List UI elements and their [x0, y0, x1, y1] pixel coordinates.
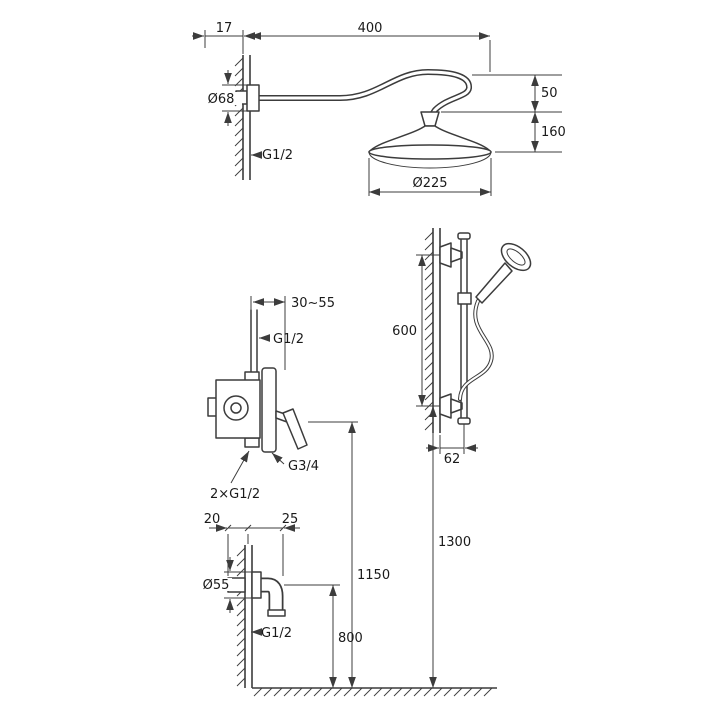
hand-shower-head-inner [506, 248, 526, 266]
right-wall [424, 228, 441, 433]
valve-cartridge-inner [230, 402, 242, 414]
arm-wall-flange [246, 84, 260, 112]
dim-spout-projection-label: 25 [282, 512, 299, 527]
valve-bottom-port [244, 437, 260, 448]
spout-pipe-core [260, 579, 282, 612]
slide-bar-cap-top [457, 232, 471, 240]
hand-shower-holder [457, 292, 472, 305]
bar-bracket-top-cone [450, 247, 463, 263]
right-wall-hatch [424, 231, 434, 431]
spout-assembly [227, 571, 286, 617]
handle-lever [282, 408, 308, 450]
dim-head-drop-label: 160 [541, 125, 566, 140]
shower-head-rim [368, 144, 492, 160]
tick [279, 524, 287, 532]
bottom-wall-hatch [236, 547, 246, 687]
hand-shower-hose-core [459, 300, 493, 400]
leader-2xg12 [230, 450, 250, 484]
bar-bracket-bottom-base [439, 393, 452, 419]
dim-arm-length-label: 400 [358, 21, 383, 36]
hand-shower-handle [475, 262, 513, 304]
tick [244, 524, 252, 532]
valve-trim-plate [261, 367, 277, 453]
top-wall [234, 55, 251, 180]
dim-flange-diameter-label: Ø68 [208, 92, 235, 107]
head-connector-nut [420, 111, 440, 127]
bar-bracket-top-base [439, 242, 452, 268]
dim-spout-flange-diameter-label: Ø55 [203, 578, 230, 593]
dim-bar-length-label: 600 [392, 324, 417, 339]
mixer-valve-assembly [207, 309, 308, 453]
dimension-lines [192, 30, 562, 688]
floor [252, 687, 497, 697]
dimension-labels: 17 400 Ø68 G1/2 50 160 Ø225 30~55 G1/2 G… [200, 21, 566, 646]
dim-valve-height-label: 1150 [357, 568, 390, 583]
tick [224, 524, 232, 532]
dim-spout-recess-label: 20 [204, 512, 221, 527]
shower-arm-core [254, 70, 471, 115]
slide-bar-cap-bottom [457, 417, 471, 425]
dim-wall-offset-label: 17 [216, 21, 233, 36]
spout-outlet-cap [267, 609, 286, 617]
dim-arc-drop-label: 50 [541, 86, 558, 101]
dim-bar-height-label: 1300 [438, 535, 471, 550]
spout-wall-flange [251, 571, 262, 599]
dim-valve-depth-label: 30~55 [291, 296, 335, 311]
top-wall-hatch [234, 57, 244, 177]
dim-head-diameter-label: Ø225 [412, 176, 447, 191]
dim-valve-bottom-threads-label: 2×G1/2 [210, 487, 260, 502]
dim-spout-thread-label: G1/2 [261, 626, 292, 641]
label-background [202, 92, 242, 105]
dim-bar-offset-label: 62 [444, 452, 461, 467]
dim-spout-height-label: 800 [338, 631, 363, 646]
label-background [200, 578, 232, 591]
floor-hatch [253, 687, 493, 697]
hand-shower-assembly [439, 232, 532, 425]
dim-arm-thread-label: G1/2 [262, 148, 293, 163]
bottom-wall [236, 545, 253, 688]
hand-shower-head [500, 242, 532, 272]
hand-shower-head-outer [500, 242, 532, 272]
leader-g34 [271, 452, 285, 465]
shower-head-face [368, 151, 492, 169]
dim-valve-outlet-thread-label: G3/4 [288, 459, 319, 474]
dim-valve-inlet-thread-label: G1/2 [273, 332, 304, 347]
bar-bracket-bottom-cone [450, 398, 463, 414]
